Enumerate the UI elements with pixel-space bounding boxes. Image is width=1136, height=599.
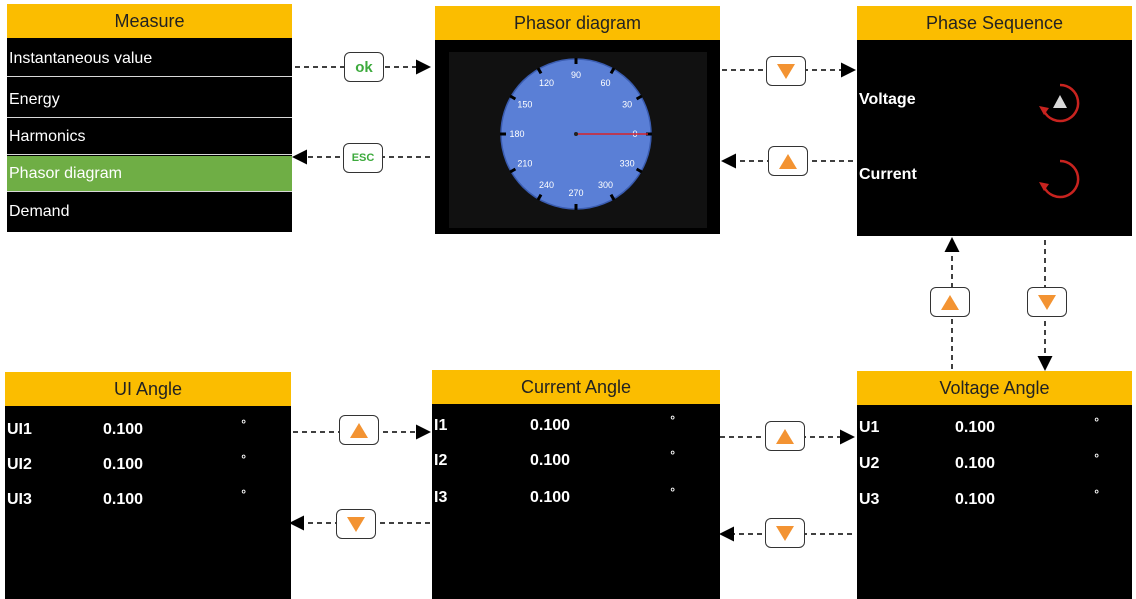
- degree-unit: °: [670, 448, 675, 462]
- up-button[interactable]: [339, 415, 379, 445]
- degree-unit: °: [241, 417, 246, 431]
- dial-label: 90: [571, 70, 581, 80]
- current-angle-title: Current Angle: [432, 370, 720, 404]
- down-button[interactable]: [765, 518, 805, 548]
- dial-center: [574, 132, 578, 136]
- down-arrow-icon: [347, 516, 365, 532]
- voltage-row-value: 0.100: [955, 491, 996, 508]
- esc-label: ESC: [351, 152, 375, 164]
- voltage-row-label: U1: [859, 419, 880, 436]
- dial-label: 240: [539, 180, 554, 190]
- current-row-value: 0.100: [530, 417, 571, 434]
- current-row-label: I1: [434, 417, 448, 434]
- down-button[interactable]: [336, 509, 376, 539]
- down-arrow-icon: [777, 63, 795, 79]
- menu-item-instantaneous[interactable]: Instantaneous value: [7, 41, 292, 77]
- dial-tick: [609, 193, 616, 201]
- ui-row-value: 0.100: [103, 456, 144, 473]
- menu-item-phasor-diagram[interactable]: Phasor diagram: [7, 156, 292, 192]
- dial-tick: [609, 67, 616, 75]
- current-row-1: I1 0.100 °: [432, 411, 720, 441]
- dial-label: 270: [568, 188, 583, 198]
- phasor-screen: Phasor diagram 9060300330300270240210180…: [435, 6, 720, 234]
- degree-unit: °: [241, 487, 246, 501]
- degree-unit: °: [1094, 415, 1099, 429]
- dial-label: 30: [622, 100, 632, 110]
- phasor-title: Phasor diagram: [435, 6, 720, 40]
- up-arrow-icon: [941, 294, 959, 310]
- dial-label: 180: [509, 129, 524, 139]
- current-row-label: I2: [434, 452, 448, 469]
- dial-tick: [536, 193, 543, 201]
- dial-label: 330: [620, 159, 635, 169]
- ok-button[interactable]: ok: [344, 52, 384, 82]
- current-row-label: I3: [434, 489, 448, 506]
- menu-item-energy[interactable]: Energy: [7, 82, 292, 118]
- up-button[interactable]: [768, 146, 808, 176]
- voltage-angle-title: Voltage Angle: [857, 371, 1132, 405]
- voltage-row-label: U2: [859, 455, 880, 472]
- current-row-2: I2 0.100 °: [432, 446, 720, 476]
- current-rotation-icon: [1039, 159, 1080, 199]
- up-arrow-icon: [776, 428, 794, 444]
- voltage-row-2: U2 0.100 °: [857, 449, 1132, 479]
- dial-tick: [635, 167, 643, 174]
- dial-label: 300: [598, 180, 613, 190]
- voltage-row-label: U3: [859, 491, 880, 508]
- degree-unit: °: [241, 452, 246, 466]
- degree-unit: °: [1094, 451, 1099, 465]
- degree-unit: °: [670, 485, 675, 499]
- voltage-row-1: U1 0.100 °: [857, 413, 1132, 443]
- phase-sequence-screen: Phase Sequence Voltage Current: [857, 6, 1132, 236]
- esc-button[interactable]: ESC: [343, 143, 383, 173]
- menu-item-demand[interactable]: Demand: [9, 203, 70, 220]
- up-button[interactable]: [765, 421, 805, 451]
- degree-unit: °: [1094, 487, 1099, 501]
- ui-row-value: 0.100: [103, 421, 144, 438]
- ui-row-label: UI3: [7, 491, 32, 508]
- degree-unit: °: [670, 413, 675, 427]
- voltage-row-value: 0.100: [955, 455, 996, 472]
- voltage-rotation-icon: [1039, 83, 1080, 123]
- dial-label: 120: [539, 78, 554, 88]
- ok-label: ok: [355, 58, 373, 76]
- down-arrow-icon: [776, 525, 794, 541]
- current-row-value: 0.100: [530, 452, 571, 469]
- current-row-3: I3 0.100 °: [432, 483, 720, 513]
- current-label: Current: [859, 166, 917, 183]
- current-row-value: 0.100: [530, 489, 571, 506]
- ui-row-3: UI3 0.100 °: [5, 485, 291, 515]
- dial-label: 60: [600, 78, 610, 88]
- current-angle-screen: Current Angle I1 0.100 ° I2 0.100 ° I3 0…: [432, 370, 720, 599]
- ui-row-2: UI2 0.100 °: [5, 450, 291, 480]
- down-button[interactable]: [766, 56, 806, 86]
- dial-label: 150: [517, 100, 532, 110]
- ui-row-1: UI1 0.100 °: [5, 415, 291, 445]
- voltage-angle-screen: Voltage Angle U1 0.100 ° U2 0.100 ° U3 0…: [857, 371, 1132, 599]
- up-button[interactable]: [930, 287, 970, 317]
- ui-angle-screen: UI Angle UI1 0.100 ° UI2 0.100 ° UI3 0.1…: [5, 372, 291, 599]
- ui-row-label: UI2: [7, 456, 32, 473]
- menu-item-harmonics[interactable]: Harmonics: [7, 119, 292, 155]
- phase-sequence-title: Phase Sequence: [857, 6, 1132, 40]
- dial-label: 210: [517, 159, 532, 169]
- voltage-label: Voltage: [859, 91, 916, 108]
- up-arrow-icon: [350, 422, 368, 438]
- dial-tick: [635, 94, 643, 101]
- measure-title: Measure: [7, 4, 292, 38]
- measure-screen: Measure Instantaneous value Energy Harmo…: [7, 4, 292, 232]
- phasor-dial: 9060300330300270240210180150120: [500, 58, 652, 210]
- dial-tick: [509, 94, 517, 101]
- voltage-row-value: 0.100: [955, 419, 996, 436]
- ui-row-value: 0.100: [103, 491, 144, 508]
- down-button[interactable]: [1027, 287, 1067, 317]
- voltage-row-3: U3 0.100 °: [857, 485, 1132, 515]
- ui-row-label: UI1: [7, 421, 32, 438]
- ui-angle-title: UI Angle: [5, 372, 291, 406]
- up-arrow-icon: [779, 153, 797, 169]
- down-arrow-icon: [1038, 294, 1056, 310]
- dial-tick: [509, 167, 517, 174]
- dial-tick: [536, 67, 543, 75]
